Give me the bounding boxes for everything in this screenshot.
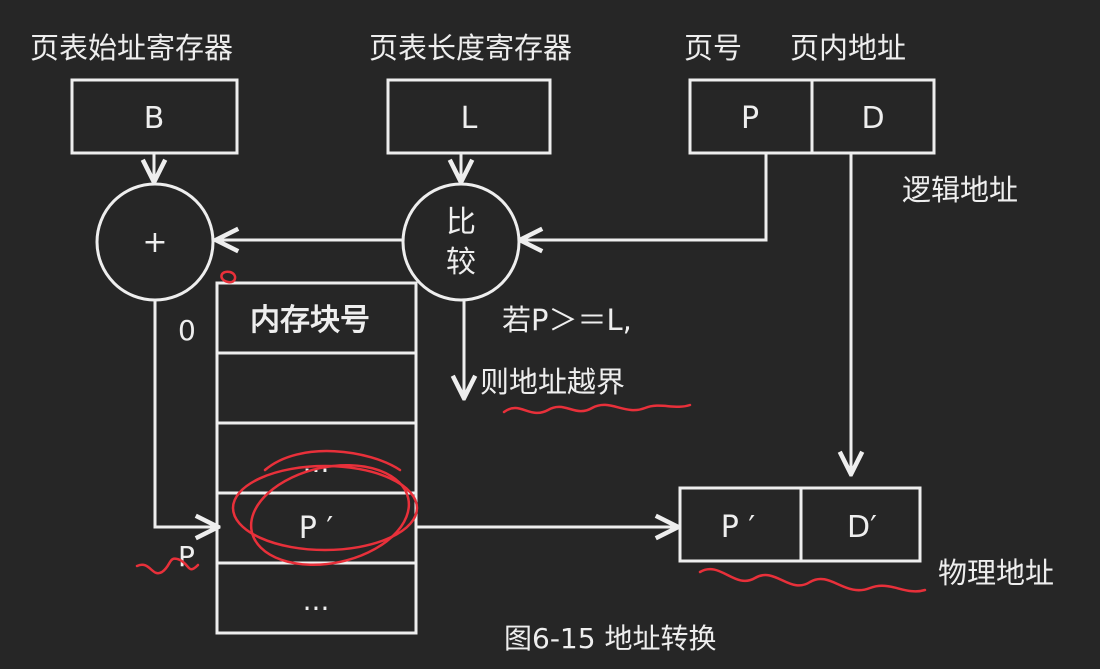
adder-symbol: + [142,225,167,260]
page-table-index-p: P [178,540,195,573]
logical-offset-value: D [861,101,884,136]
label-page-table-start-register: 页表始址寄存器 [30,31,233,65]
label-page-table-length-register: 页表长度寄存器 [369,31,572,65]
red-underline-out-of-bounds [502,403,692,415]
page-table-index-zero: 0 [178,314,196,347]
comparator-label-2: 较 [446,245,476,280]
label-page-offset: 页内地址 [790,31,906,65]
label-physical-address: 物理地址 [938,556,1054,590]
red-circle-frame [263,449,402,472]
register-l-box [386,78,552,155]
condition-text-1: 若P＞＝L, [502,303,632,337]
page-table-row: ... [303,584,330,617]
page-table-row: P ′ [299,511,334,546]
red-circle-frame [249,463,411,567]
arrow-adder-to-table-row [153,300,216,527]
red-underline-physical [698,568,927,593]
physical-frame-value: P ′ [721,510,756,545]
page-table-header: 内存块号 [250,303,370,338]
label-page-number: 页号 [684,31,742,65]
register-l-value: L [461,101,478,136]
comparator-circle [401,182,521,302]
comparator-label-1: 比 [446,205,476,240]
red-underline-p [135,557,200,575]
register-b-value: B [144,101,165,136]
label-logical-address: 逻辑地址 [902,173,1018,207]
condition-text-2: 则地址越界 [480,365,625,399]
red-annotation-mark [220,270,237,284]
page-table [215,281,418,635]
arrow-p-to-comparator [522,153,768,240]
physical-offset-value: D′ [847,510,877,545]
figure-caption: 图6-15 地址转换 [504,622,716,655]
logical-page-value: P [741,101,759,136]
